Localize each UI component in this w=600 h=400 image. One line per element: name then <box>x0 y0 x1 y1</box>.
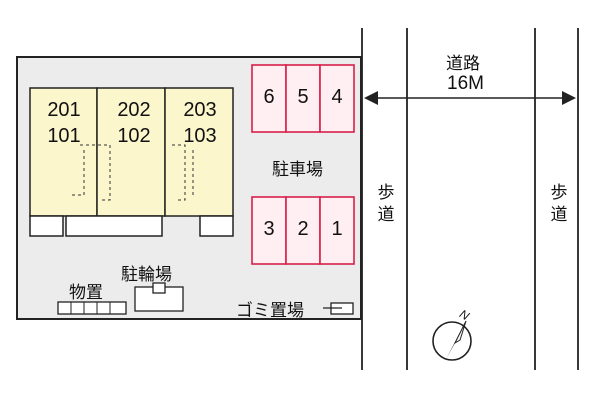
parking-number-2: 2 <box>297 218 309 240</box>
unit-number-lower: 102 <box>117 125 151 147</box>
parking-space-3 <box>251 196 287 265</box>
sidewalk-label-right: 歩 道 <box>547 160 571 248</box>
unit-number-lower: 103 <box>183 125 217 147</box>
sidewalk-char: 歩 道 <box>377 183 395 225</box>
unit-2-block <box>96 87 166 217</box>
parking-space-4 <box>319 64 355 133</box>
road-width-arrow <box>364 91 576 105</box>
parking-number-1: 1 <box>331 218 343 240</box>
road-label: 道路 <box>446 54 480 74</box>
building <box>29 87 234 237</box>
garbage-area-label: ゴミ置場 <box>236 301 304 321</box>
garbage-area-icon <box>323 302 354 315</box>
unit-1-block <box>29 87 98 217</box>
unit-3-block <box>164 87 234 217</box>
storage-shed <box>57 301 127 315</box>
parking-number-5: 5 <box>297 86 309 108</box>
unit-3-porch <box>199 215 234 237</box>
bicycle-parking-label: 駐輪場 <box>121 265 172 285</box>
unit-2-stair-dashed <box>172 144 186 201</box>
unit-number-upper: 202 <box>117 99 151 121</box>
parking-label: 駐車場 <box>272 160 323 180</box>
parking-space-2 <box>285 196 321 265</box>
parking-lot <box>251 64 355 265</box>
road-width-label: 16M <box>447 73 484 94</box>
storage-label: 物置 <box>69 283 103 303</box>
unit-1-porch <box>29 215 64 237</box>
unit-2-porch <box>65 215 163 237</box>
unit-number-upper: 203 <box>183 99 217 121</box>
compass-icon <box>432 320 472 361</box>
unit-label-1: 201 101 <box>34 97 94 149</box>
unit-label-2: 202 102 <box>104 97 164 149</box>
parking-space-5 <box>285 64 321 133</box>
parking-number-6: 6 <box>263 86 275 108</box>
parking-number-4: 4 <box>331 86 343 108</box>
sidewalk-label-left: 歩 道 <box>374 160 398 248</box>
road <box>361 28 579 370</box>
unit-1-stair-dashed <box>80 144 111 201</box>
parking-space-1 <box>319 196 355 265</box>
bicycle-parking <box>134 282 184 312</box>
parking-number-3: 3 <box>263 218 275 240</box>
unit-label-3: 203 103 <box>170 97 230 149</box>
unit-1-stair-dashed-2 <box>72 150 85 196</box>
sidewalk-char: 歩 道 <box>550 183 568 225</box>
unit-number-lower: 101 <box>47 125 81 147</box>
unit-number-upper: 201 <box>47 99 81 121</box>
